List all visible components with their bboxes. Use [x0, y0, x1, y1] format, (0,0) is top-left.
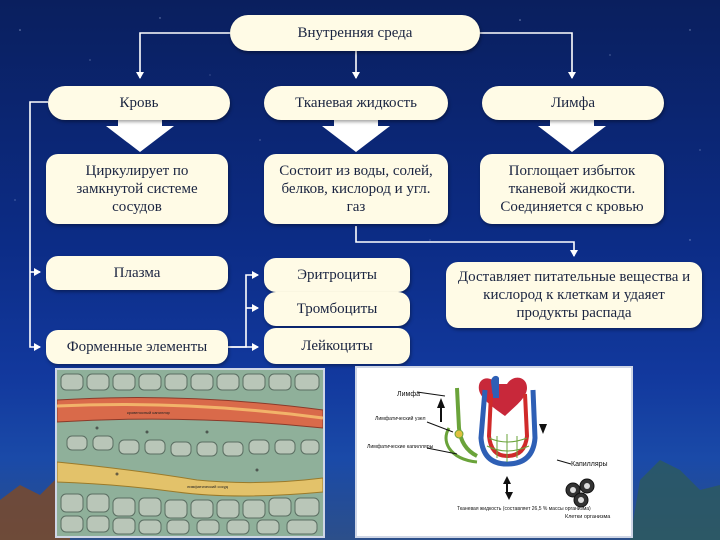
- leukocytes-box: Лейкоциты: [264, 328, 410, 364]
- arrow-blood-to-formed: [29, 101, 48, 351]
- cells-icon: [565, 478, 595, 508]
- lymph-vessel-label: лимфатический сосуд: [187, 484, 229, 489]
- label-lymph-capillaries: Лимфатические капилляры: [367, 444, 434, 450]
- erythrocytes-box: Эритроциты: [264, 258, 410, 292]
- lymph-node-shape: [454, 429, 464, 439]
- label-body-cells: Клетки организма: [565, 514, 611, 520]
- thrombocytes-box: Тромбоциты: [264, 292, 410, 326]
- plasma-box: Плазма: [46, 256, 228, 290]
- formed-elements-box: Форменные элементы: [46, 330, 228, 364]
- block-arrows: [106, 120, 606, 152]
- arrow-tissue-to-function: [355, 226, 578, 257]
- branch-tissue-fluid: Тканевая жидкость: [264, 86, 448, 120]
- branch-lymph: Лимфа: [482, 86, 664, 120]
- branch-blood: Кровь: [48, 86, 230, 120]
- block-arrow-tissue: [322, 120, 390, 152]
- capillary-label: кровеносный капилляр: [127, 410, 171, 415]
- detail-blood: Циркулирует по замкнутой системе сосудов: [46, 154, 228, 224]
- lymph-vessel-shape: [57, 461, 323, 497]
- block-arrow-blood: [106, 120, 174, 152]
- label-lymph: Лимфа: [397, 391, 420, 398]
- block-arrow-lymph: [538, 120, 606, 152]
- heart-icon: [478, 375, 527, 416]
- root-box: Внутренняя среда: [230, 15, 480, 51]
- label-tissue-fluid: Тканевая жидкость (составляет 26,5 % мас…: [457, 506, 591, 512]
- function-box: Доставляет питательные вещества и кислор…: [446, 262, 702, 328]
- arrow-formed-to-erythro: [228, 271, 259, 348]
- arrow-root-to-blood: [136, 32, 230, 79]
- tissue-illustration: кровеносный капилляр лимфатический сосуд: [55, 368, 325, 538]
- lymph-circulation-illustration: Лимфа Лимфатический узел Лимфатические к…: [355, 366, 633, 538]
- mountain-silhouette: [0, 460, 720, 540]
- arrow-root-to-lymph: [480, 32, 576, 79]
- label-capillaries: Капилляры: [571, 461, 608, 468]
- detail-tissue-fluid: Состоит из воды, солей, белков, кислород…: [264, 154, 448, 224]
- detail-lymph: Поглощает избыток тканевой жидкости. Сое…: [480, 154, 664, 224]
- label-lymph-node: Лимфатический узел: [375, 415, 426, 422]
